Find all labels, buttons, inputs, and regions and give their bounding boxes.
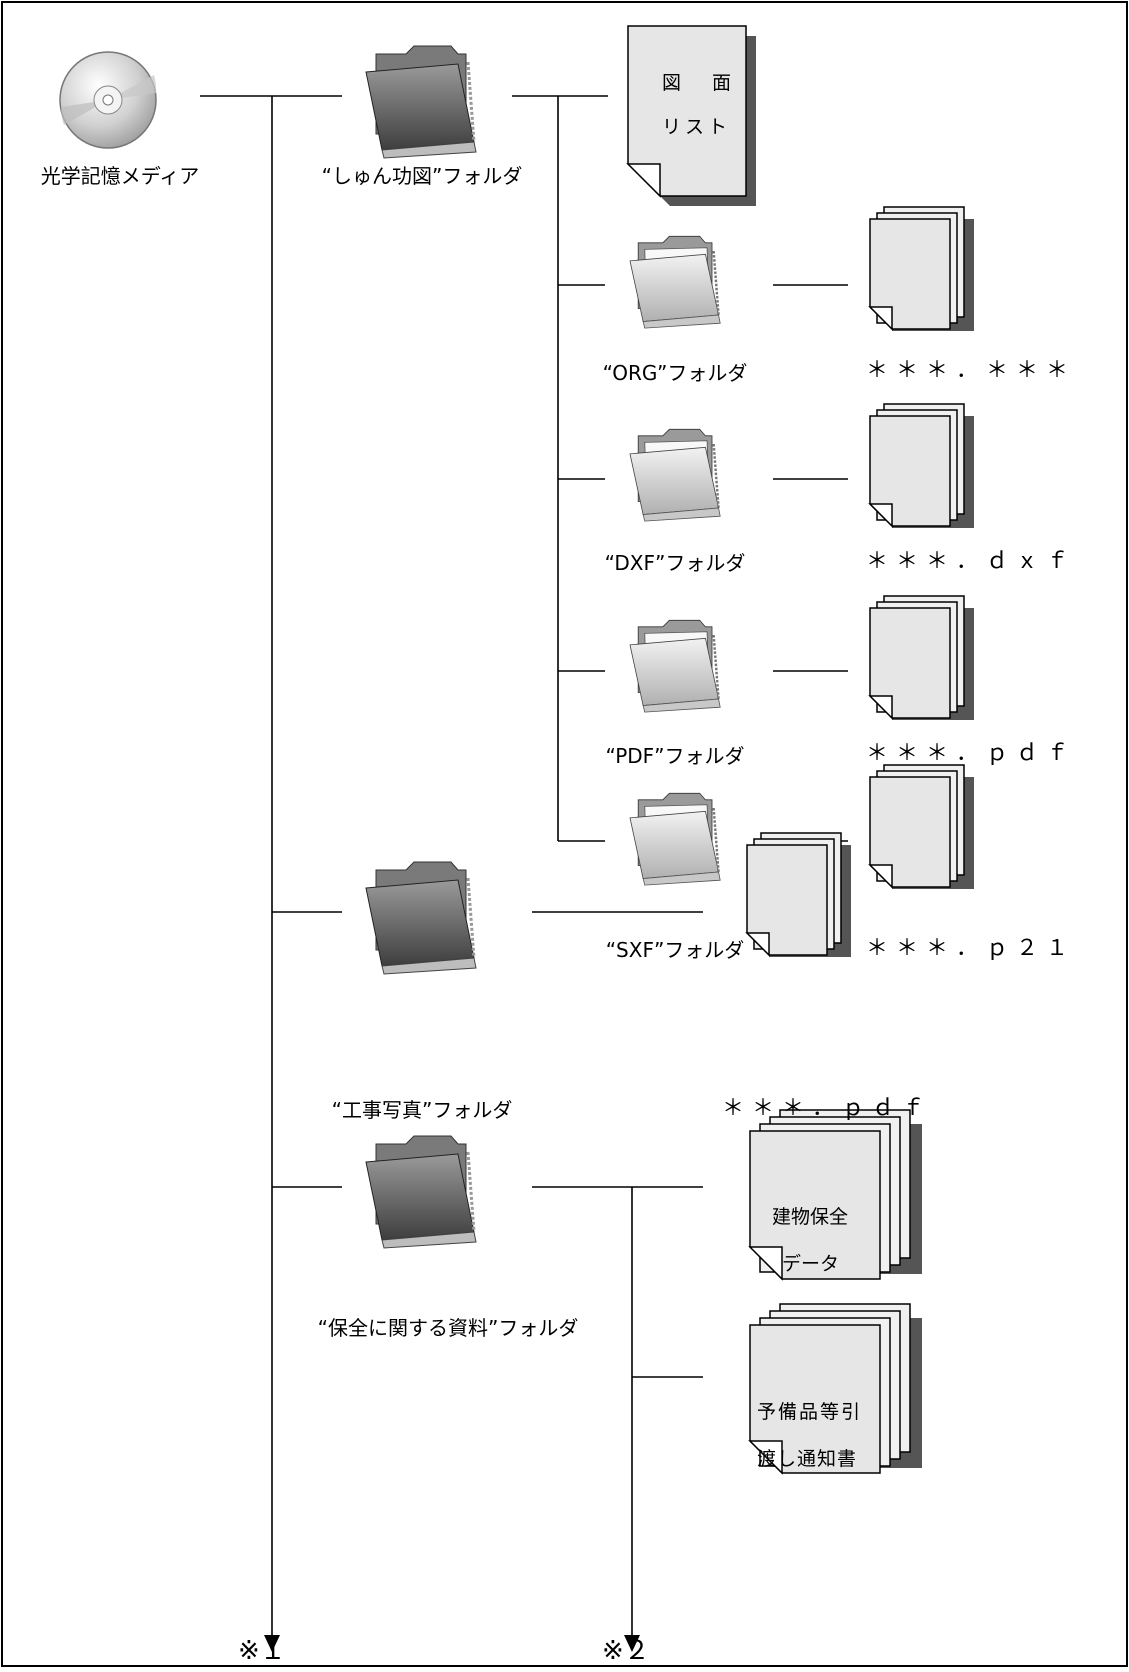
- shunkou-folder-label: “しゅん功図”フォルダ: [321, 164, 523, 188]
- file-stack-icon: [746, 832, 852, 958]
- file-stack-icon: [869, 403, 975, 529]
- org-files-label: ＊＊＊．＊＊＊: [866, 358, 1077, 383]
- dxf-folder-label: “DXF”フォルダ: [604, 551, 746, 575]
- folder-icon: [364, 1134, 478, 1250]
- file-stack-icon: [869, 595, 975, 721]
- folder-open-icon: [628, 428, 722, 523]
- note-2: ※２: [602, 1636, 650, 1666]
- media-label: 光学記憶メディア: [40, 164, 200, 188]
- note-1: ※１: [238, 1636, 286, 1666]
- folder-open-icon: [628, 792, 722, 887]
- building-data-line1: 建物保全: [772, 1206, 849, 1228]
- document-icon: [626, 25, 756, 206]
- spare-parts-line2: 渡し通知書: [757, 1448, 858, 1470]
- folder-icon: [364, 860, 478, 976]
- arrow-down-icon: [264, 1635, 280, 1652]
- file-stack-icon: [869, 206, 975, 332]
- folder-icon: [364, 44, 478, 160]
- pdf-files-label: ＊＊＊．ｐｄｆ: [866, 741, 1077, 766]
- photo-files-label: ＊＊＊．ｐｄｆ: [722, 1096, 933, 1121]
- folder-open-icon: [628, 619, 722, 714]
- pdf-folder-label: “PDF”フォルダ: [605, 744, 745, 768]
- maintenance-folder-label: “保全に関する資料”フォルダ: [317, 1316, 579, 1340]
- file-stack-icon: [869, 764, 975, 890]
- sxf-folder-label: “SXF”フォルダ: [605, 938, 745, 962]
- optical-disc-icon: [59, 51, 157, 149]
- arrow-down-icon: [624, 1635, 640, 1652]
- drawing-list-line2: リスト: [662, 116, 732, 138]
- building-data-line2: データ: [782, 1253, 840, 1275]
- drawing-list-line1: 図 面: [662, 72, 738, 94]
- dxf-files-label: ＊＊＊．ｄｘｆ: [866, 549, 1077, 574]
- sxf-files-label: ＊＊＊．ｐ２１: [866, 936, 1077, 961]
- photo-folder-label: “工事写真”フォルダ: [331, 1098, 513, 1122]
- org-folder-label: “ORG”フォルダ: [602, 361, 748, 385]
- folder-open-icon: [628, 235, 722, 330]
- spare-parts-line1: 予備品等引: [757, 1401, 863, 1423]
